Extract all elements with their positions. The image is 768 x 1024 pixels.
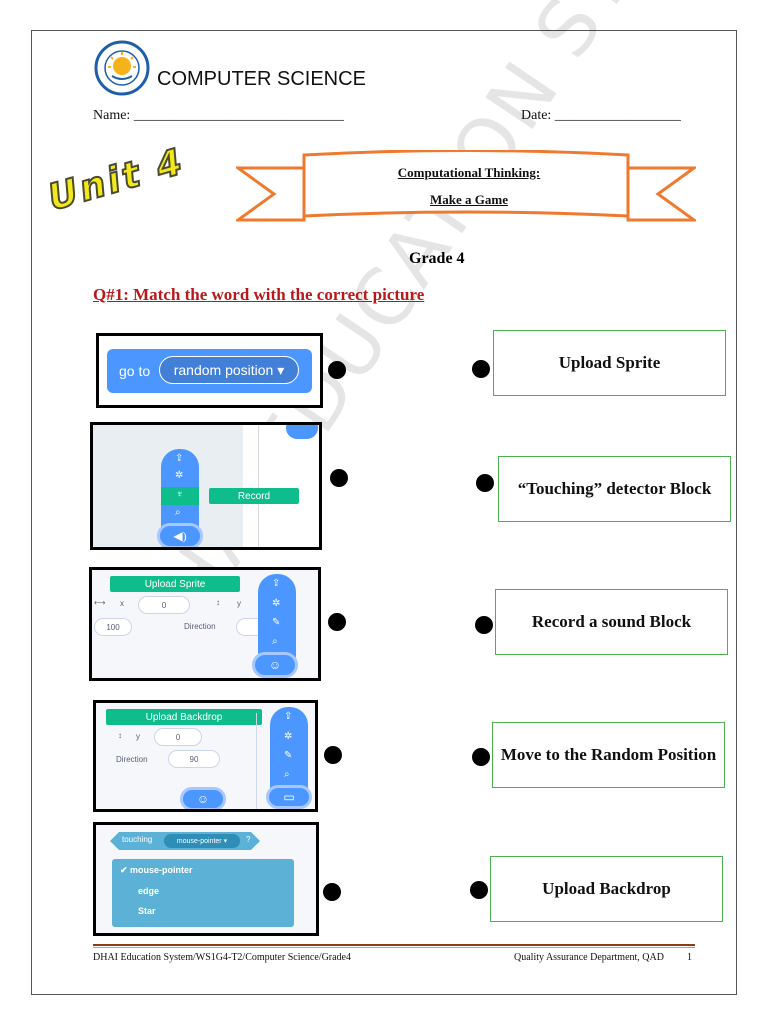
footer-left: DHAI Education System/WS1G4-T2/Computer … [93,952,351,963]
paint-icon: ✎ [284,750,293,761]
x-arrow-icon: ⟷ [94,598,106,607]
match-dot-left-1[interactable] [328,361,346,379]
y-input: 0 [154,728,202,746]
sprite-button-icon: ☺ [252,652,298,678]
banner-line-2: Make a Game [430,192,508,207]
picture-go-to-block: go to random position ▾ [96,333,323,408]
paint-icon: ✎ [272,617,281,628]
y-label: y [136,732,140,741]
ribbon-banner [236,150,696,222]
surprise-icon: ✲ [284,731,293,742]
page-border [31,30,737,995]
match-dot-right-4[interactable] [472,748,490,766]
touching-label: touching [122,835,153,844]
picture-touching-block: touching mouse-pointer ▾ ? ✔ mouse-point… [93,822,319,936]
backdrop-button-icon: ▭ [266,785,312,809]
word-random-position: Move to the Random Position [492,722,725,788]
search-icon: ⌕ [284,769,290,780]
page-number: 1 [687,952,692,963]
upload-backdrop-tooltip: Upload Backdrop [106,709,262,725]
search-icon: ⌕ [175,507,181,518]
sound-button-icon: ◀) [157,523,203,547]
option-edge: edge [138,886,160,896]
surprise-icon: ✲ [175,470,184,481]
footer-rule-thin [93,947,695,948]
direction-label: Direction [116,755,148,764]
block-label: go to [119,363,151,379]
position-dropdown: random position ▾ [159,356,299,384]
grade-label: Grade 4 [409,250,465,267]
word-touching-detector: “Touching” detector Block [498,456,731,522]
upload-sprite-tooltip: Upload Sprite [110,576,240,592]
y-arrow-icon: ↕ [216,598,220,607]
match-dot-left-4[interactable] [324,746,342,764]
word-record-sound: Record a sound Block [495,589,728,655]
x-input: 0 [138,596,190,614]
school-logo-icon [94,40,150,96]
direction-label: Direction [184,622,216,631]
option-mouse-pointer: ✔ mouse-pointer [120,865,193,875]
footer-rule [93,944,695,946]
touching-dropdown: mouse-pointer ▾ [164,834,240,848]
mic-icon: ♆ [176,489,184,500]
word-upload-backdrop: Upload Backdrop [490,856,723,922]
upload-icon: ⇪ [284,711,293,722]
name-field[interactable]: Name: ______________________________ [93,108,344,123]
surprise-icon: ✲ [272,598,281,609]
option-star: Star [138,906,156,916]
match-dot-left-5[interactable] [323,883,341,901]
dropdown-menu [112,859,294,927]
picture-record-sound: ⇪ ✲ ♆ ⌕ ◀) Record [90,422,322,550]
play-icon [286,425,318,439]
search-icon: ⌕ [272,636,278,647]
match-dot-right-2[interactable] [476,474,494,492]
sprite-button-icon: ☺ [180,787,226,809]
page-title: COMPUTER SCIENCE [157,68,366,90]
date-field[interactable]: Date: __________________ [521,108,681,123]
picture-upload-backdrop: Upload Backdrop ↕ y 0 Direction 90 ☺ ⇪ ✲… [93,700,318,812]
footer-right: Quality Assurance Department, QAD [514,952,664,963]
size-input: 100 [94,618,132,636]
question-heading: Q#1: Match the word with the correct pic… [93,285,425,304]
y-label: y [237,599,241,608]
picture-upload-sprite: Upload Sprite ⟷ x 0 ↕ y 100 Direction ⇪ … [89,567,321,681]
word-upload-sprite: Upload Sprite [493,330,726,396]
match-dot-left-2[interactable] [330,469,348,487]
match-dot-left-3[interactable] [328,613,346,631]
direction-input: 90 [168,750,220,768]
record-tooltip: Record [209,488,299,504]
match-dot-right-1[interactable] [472,360,490,378]
record-option [161,487,199,505]
upload-icon: ⇪ [272,578,281,589]
upload-icon: ⇪ [175,453,184,464]
x-label: x [120,599,124,608]
y-arrow-icon: ↕ [118,731,122,740]
match-dot-right-5[interactable] [470,881,488,899]
match-dot-right-3[interactable] [475,616,493,634]
block-end: ? [246,835,251,844]
banner-line-1: Computational Thinking: [397,165,541,180]
